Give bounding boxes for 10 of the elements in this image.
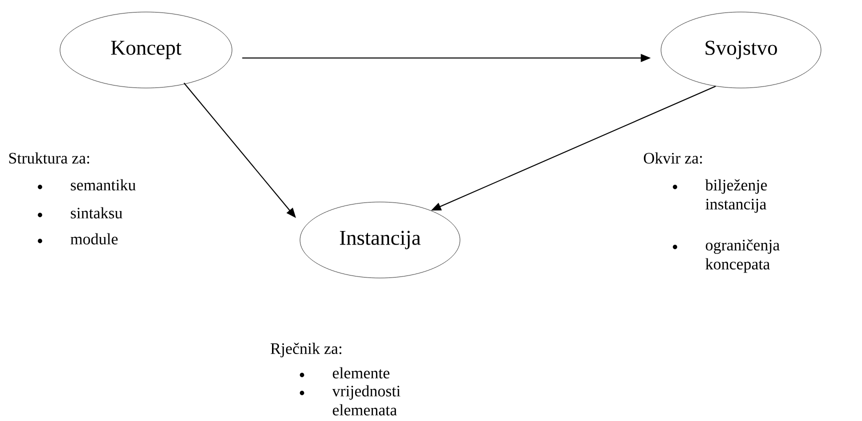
list-item: ograničenja koncepata [672,239,780,273]
list-heading: Rječnik za: [270,342,342,358]
list-item: module [38,233,118,244]
list-item: bilježenje instancija [672,179,767,213]
list-item: elemente [300,367,390,378]
list-heading: Struktura za: [9,152,90,164]
list-item: semantiku [38,179,136,190]
list-item: vrijednosti elemenata [300,385,400,416]
list-item: sintaksu [38,207,122,218]
list-heading: Okvir za: [644,152,702,164]
